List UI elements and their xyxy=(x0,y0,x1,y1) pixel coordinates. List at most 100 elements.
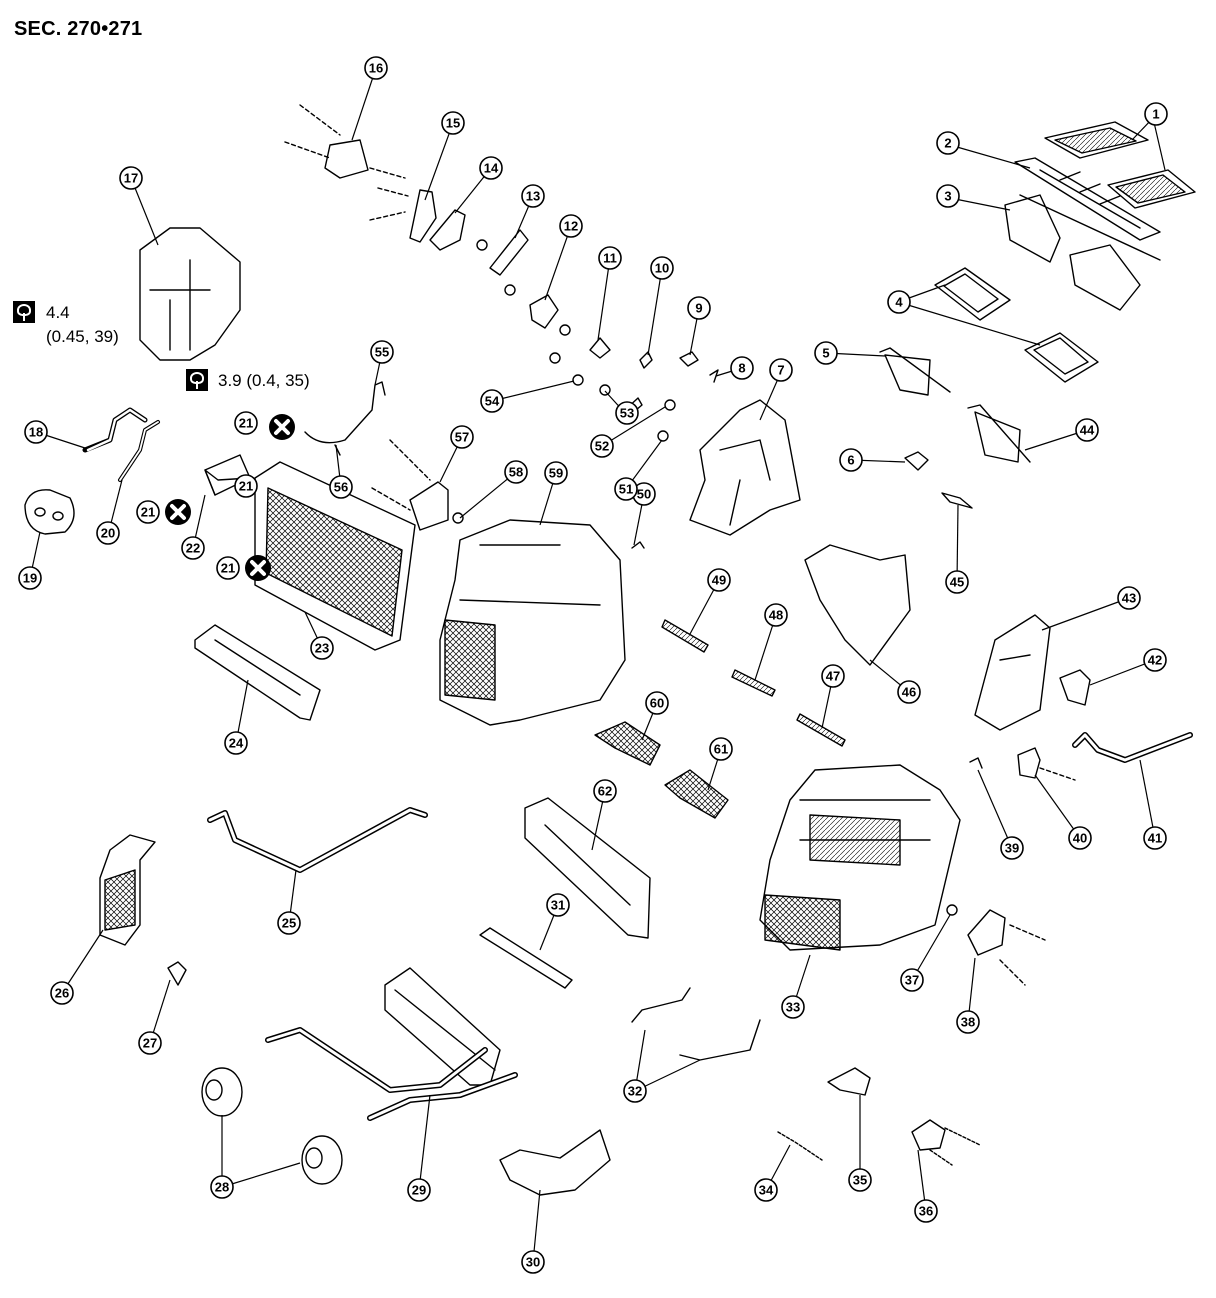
callout-circle xyxy=(50,981,74,1005)
part-link-49 xyxy=(661,619,709,653)
callout-number: 46 xyxy=(902,685,916,700)
callout-number: 27 xyxy=(143,1036,157,1051)
callout-44: 44 xyxy=(1075,418,1099,442)
callout-36: 36 xyxy=(914,1199,938,1223)
callout-number: 1 xyxy=(1152,107,1159,122)
callout-19: 19 xyxy=(18,566,42,590)
callout-circle xyxy=(1000,836,1024,860)
callout-25: 25 xyxy=(277,911,301,935)
callout-circle xyxy=(897,680,921,704)
part-lever-8 xyxy=(709,369,719,383)
part-motor-38 xyxy=(967,909,1006,956)
callout-number: 25 xyxy=(282,916,296,931)
callout-56: 56 xyxy=(329,475,353,499)
callout-number: 56 xyxy=(334,480,348,495)
part-wire-32 xyxy=(631,987,761,1061)
callout-number: 32 xyxy=(628,1084,642,1099)
callout-46: 46 xyxy=(897,680,921,704)
callout-number: 34 xyxy=(759,1183,774,1198)
callout-number: 21 xyxy=(239,416,253,431)
callout-circle xyxy=(18,566,42,590)
callout-circle xyxy=(754,1178,778,1202)
callout-62: 62 xyxy=(593,779,617,803)
callout-number: 42 xyxy=(1148,653,1162,668)
callout-circle xyxy=(119,166,143,190)
callout-32: 32 xyxy=(623,1079,647,1103)
callout-12: 12 xyxy=(559,214,583,238)
callout-number: 55 xyxy=(375,345,389,360)
callout-circle xyxy=(709,737,733,761)
callout-8: 8 xyxy=(730,356,754,380)
part-bracket-15 xyxy=(409,189,437,243)
callout-circle xyxy=(707,568,731,592)
callout-18: 18 xyxy=(24,420,48,444)
callout-22: 22 xyxy=(181,536,205,560)
callout-27: 27 xyxy=(138,1031,162,1055)
callout-7: 7 xyxy=(769,358,793,382)
callout-number: 38 xyxy=(961,1015,975,1030)
callout-number: 21 xyxy=(141,505,155,520)
callout-1: 1 xyxy=(1144,102,1168,126)
callout-circle xyxy=(598,246,622,270)
callout-26: 26 xyxy=(50,981,74,1005)
callout-circle xyxy=(1068,826,1092,850)
callout-number: 51 xyxy=(619,482,633,497)
section-title: SEC. 270•271 xyxy=(14,18,143,40)
part-clip-6 xyxy=(904,451,929,471)
callout-50: 50 xyxy=(632,482,656,506)
callout-number: 57 xyxy=(455,430,469,445)
part-motor-40 xyxy=(1017,747,1041,779)
part-seal-31 xyxy=(479,927,573,989)
torque-wrench-icon xyxy=(186,369,208,391)
callout-21: 21 xyxy=(234,411,258,435)
part-gaskets xyxy=(934,267,1099,383)
callout-number: 33 xyxy=(786,1000,800,1015)
callout-9: 9 xyxy=(687,296,711,320)
callout-13: 13 xyxy=(521,184,545,208)
callout-number: 5 xyxy=(822,346,829,361)
callout-number: 59 xyxy=(549,466,563,481)
callout-circle xyxy=(329,475,353,499)
callout-number: 29 xyxy=(412,1183,426,1198)
callout-number: 28 xyxy=(215,1180,229,1195)
part-foot-duct-30 xyxy=(499,1129,611,1196)
callout-circle xyxy=(136,500,160,524)
callout-number: 35 xyxy=(853,1173,867,1188)
callout-circle xyxy=(764,603,788,627)
part-plate-62 xyxy=(524,797,651,939)
callout-circle xyxy=(479,156,503,180)
callout-circle xyxy=(441,111,465,135)
callout-57: 57 xyxy=(450,425,474,449)
torque-wrench-icon xyxy=(13,301,35,323)
callout-24: 24 xyxy=(224,731,248,755)
callout-33: 33 xyxy=(781,995,805,1019)
callout-number: 3 xyxy=(944,189,951,204)
callout-number: 7 xyxy=(777,363,784,378)
callout-number: 15 xyxy=(446,116,460,131)
callout-60: 60 xyxy=(645,691,669,715)
part-door-60 xyxy=(594,721,661,766)
callout-42: 42 xyxy=(1143,648,1167,672)
callout-number: 22 xyxy=(186,541,200,556)
callout-number: 6 xyxy=(847,453,854,468)
callout-30: 30 xyxy=(521,1250,545,1274)
part-pipe-18 xyxy=(82,407,148,453)
callout-55: 55 xyxy=(370,340,394,364)
callout-circle xyxy=(370,340,394,364)
callout-circle xyxy=(234,411,258,435)
callout-51: 51 xyxy=(614,477,638,501)
callout-number: 44 xyxy=(1080,423,1095,438)
torque-value: 4.4 xyxy=(46,303,70,322)
callout-38: 38 xyxy=(956,1010,980,1034)
callout-circle xyxy=(645,691,669,715)
callout-31: 31 xyxy=(546,893,570,917)
torque-detail: (0.45, 39) xyxy=(46,327,119,346)
callout-number: 23 xyxy=(315,641,329,656)
callout-54: 54 xyxy=(480,389,504,413)
callout-45: 45 xyxy=(945,570,969,594)
callout-41: 41 xyxy=(1143,826,1167,850)
callout-circle xyxy=(848,1168,872,1192)
part-door-61 xyxy=(664,769,729,819)
part-upper-case-7 xyxy=(689,399,801,536)
part-tray-24 xyxy=(194,624,321,721)
